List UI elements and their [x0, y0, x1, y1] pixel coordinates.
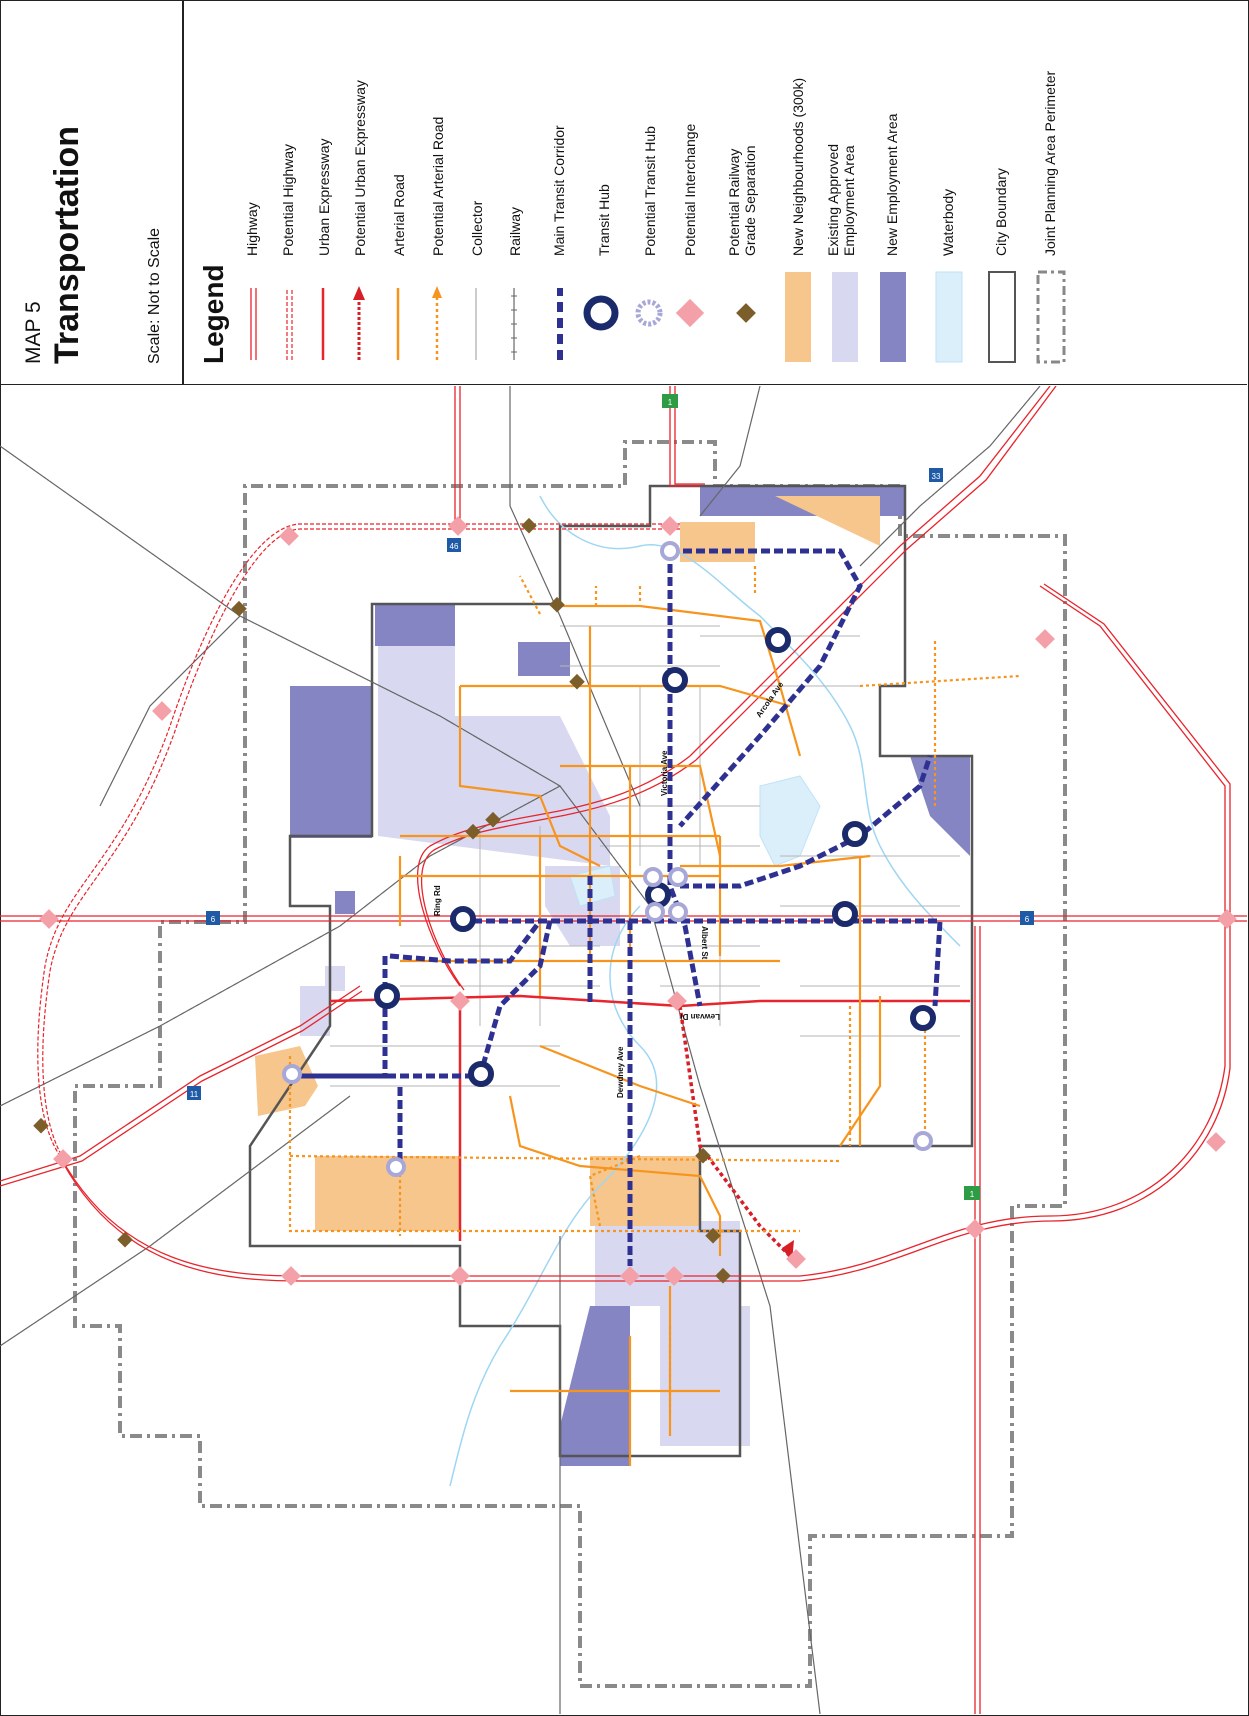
legend-label-railway: Railway [507, 206, 523, 256]
legend-label-grade-separation: Potential Railway Grade Separation [726, 145, 758, 256]
trans-canada-south-shield [964, 1186, 980, 1200]
highway-line-symbol [250, 288, 257, 360]
jpa-perimeter-swatch [1036, 270, 1066, 364]
city-boundary-swatch [988, 271, 1016, 363]
legend-label-potential-transit-hub: Potential Transit Hub [642, 126, 658, 256]
transit-hubs [374, 627, 936, 1087]
railway-line-symbol [511, 288, 517, 360]
collector-roads [330, 625, 960, 1087]
highway-33-shield [929, 468, 943, 482]
legend-label-new-neighbourhoods: New Neighbourhoods (300k) [790, 77, 806, 256]
jpa-perimeter [73, 440, 1067, 1688]
legend-label-transit-hub: Transit Hub [596, 184, 612, 256]
svg-text:11: 11 [190, 1090, 199, 1099]
ring-rd-label: Ring Rd [433, 885, 442, 916]
potential-transit-hubs [282, 541, 933, 1177]
potential-transit-hub-icon [635, 299, 663, 327]
existing-employment-areas [300, 636, 750, 1446]
transportation-map: 46 33 6 6 11 1 1 Victoria Ave Arcola Ave… [0, 386, 1247, 1714]
potential-highway [37, 523, 680, 1162]
dewdney-ave-label: Dewdney Ave [616, 1046, 625, 1098]
arterial-roads [398, 604, 882, 1466]
potential-urban-expressway-symbol [353, 286, 365, 360]
svg-text:6: 6 [1025, 915, 1030, 924]
legend-label-city-boundary: City Boundary [993, 168, 1009, 256]
lewvan-dr-label: Lewvan Dr [680, 1012, 720, 1021]
railways [0, 386, 1041, 1714]
victoria-ave-label: Victoria Ave [660, 750, 669, 796]
legend-label-collector: Collector [469, 200, 485, 256]
legend-label-potential-interchange: Potential Interchange [682, 123, 698, 256]
legend-label-potential-arterial-road: Potential Arterial Road [430, 116, 446, 256]
legend-label-arterial-road: Arterial Road [391, 174, 407, 256]
albert-st-label: Albert St [700, 926, 709, 960]
transit-hub-icon [583, 295, 619, 331]
new-employment-swatch [880, 272, 906, 362]
legend-label-existing-employment: Existing Approved Employment Area [825, 143, 857, 256]
new-employment-areas [290, 486, 970, 1466]
highway-shields: 46 33 6 6 11 1 1 [187, 394, 1034, 1200]
svg-text:1: 1 [970, 1190, 975, 1199]
potential-arterial-symbol [432, 286, 442, 360]
legend-label-potential-urban-expressway: Potential Urban Expressway [352, 80, 368, 256]
legend-symbols [250, 270, 1066, 364]
legend-label-waterbody: Waterbody [940, 188, 956, 256]
highway-46-shield [447, 538, 461, 552]
waterbody-swatch [935, 271, 963, 363]
new-neighbourhoods-swatch [785, 272, 811, 362]
potential-arterial-roads [288, 566, 1021, 1416]
legend-label-main-transit-corridor: Main Transit Corridor [551, 125, 567, 256]
legend-separator [182, 0, 184, 384]
svg-text:6: 6 [211, 915, 216, 924]
highway-6-east-shield [1020, 911, 1034, 925]
legend-label-potential-highway: Potential Highway [280, 143, 296, 256]
interchange-diamond-icon [675, 298, 705, 328]
svg-text:1: 1 [668, 398, 673, 407]
urban-expressway [329, 994, 970, 1241]
legend-panel: MAP 5 Transportation Scale: Not to Scale… [0, 0, 1247, 385]
legend-label-new-employment: New Employment Area [884, 113, 900, 256]
existing-employment-swatch [832, 272, 858, 362]
legend-label-urban-expressway: Urban Expressway [316, 138, 332, 257]
svg-text:33: 33 [932, 472, 941, 481]
legend-label-jpa-perimeter: Joint Planning Area Perimeter [1042, 70, 1058, 256]
highway-11-shield [187, 1086, 201, 1100]
potential-highway-line-symbol [286, 288, 293, 360]
trans-canada-north-shield [662, 394, 678, 408]
legend-label-highway: Highway [244, 202, 260, 256]
highway-6-west-shield [206, 911, 220, 925]
svg-text:46: 46 [450, 542, 459, 551]
grade-separation-diamond-icon [736, 303, 756, 323]
